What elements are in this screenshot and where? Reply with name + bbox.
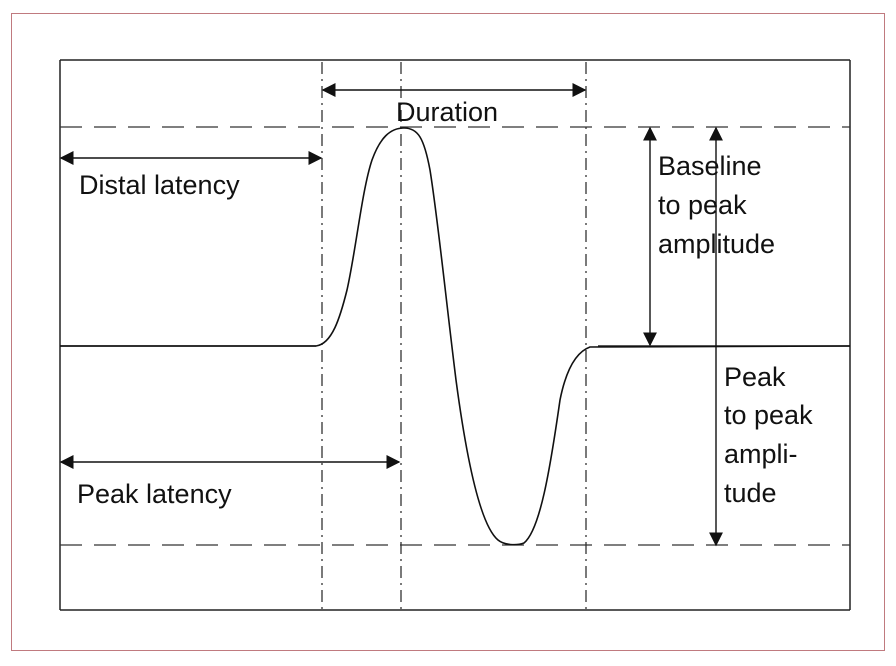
peak-to-peak-line-2: to peak	[724, 400, 813, 430]
waveform-curve	[60, 127, 851, 546]
screen-outline	[59, 59, 851, 611]
distal-latency-label: Distal latency	[79, 170, 240, 200]
peak-to-peak-label: Peak to peak ampli- tude	[724, 362, 820, 508]
peak-to-peak-line-3: ampli-	[724, 439, 798, 469]
baseline-to-peak-label: Baseline to peak amplitude	[658, 151, 775, 259]
vertical-markers	[321, 62, 587, 610]
peak-to-peak-line-1: Peak	[724, 362, 786, 392]
peak-latency-label: Peak latency	[77, 479, 232, 509]
figure-frame	[11, 13, 885, 651]
baseline-to-peak-line-3: amplitude	[658, 229, 775, 259]
peak-to-peak-line-4: tude	[724, 478, 777, 508]
baseline-to-peak-line-1: Baseline	[658, 151, 762, 181]
baseline-to-peak-line-2: to peak	[658, 190, 747, 220]
duration-label: Duration	[396, 97, 498, 127]
measurement-arrows	[59, 83, 723, 547]
